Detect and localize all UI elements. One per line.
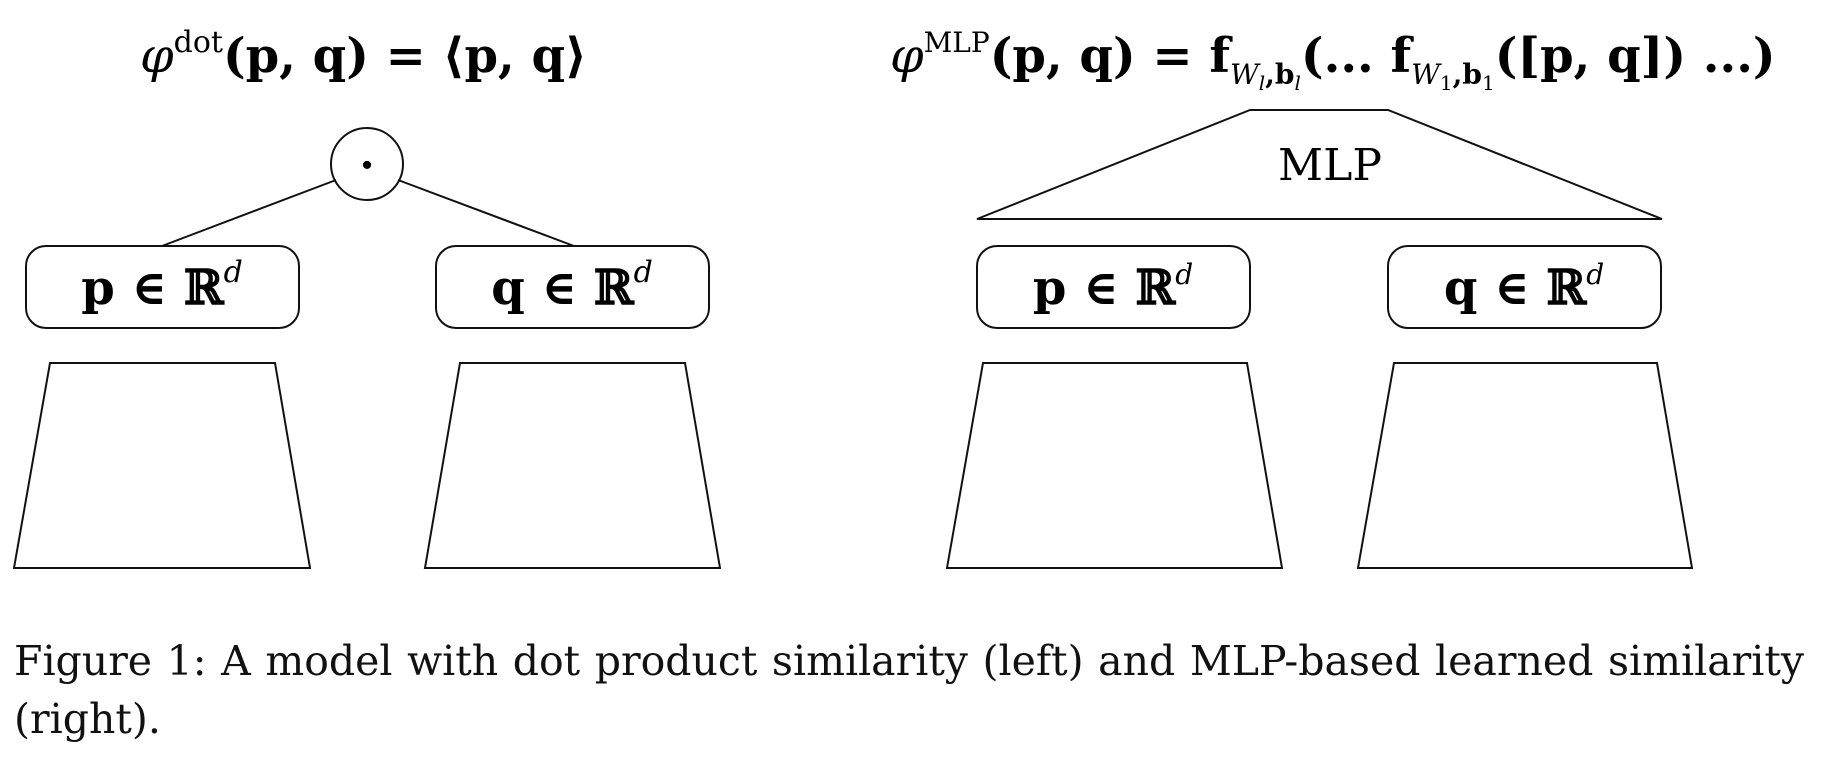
left-formula: φdot(p, q) = ⟨p, q⟩: [140, 25, 587, 84]
right-formula-mid2: (... f: [1301, 28, 1415, 84]
figure-diagram: φdot(p, q) = ⟨p, q⟩ · p ∈ ℝd q ∈ ℝd φMLP…: [12, 25, 1776, 569]
encoder-tower-q-right: [1356, 362, 1694, 569]
connector-line-left-p: [161, 179, 337, 247]
embedding-label-q-right-dim: d: [1586, 258, 1604, 291]
embedding-label-p-left-main: p ∈ ℝ: [81, 260, 225, 316]
embedding-label-p-right-dim: d: [1175, 258, 1193, 291]
right-formula: φMLP(p, q) = fWl,bl(... fW1,b1([p, q]) .…: [890, 26, 1776, 95]
right-formula-sub-1-idx: 1: [1440, 71, 1453, 95]
embedding-label-q-left-main: q ∈ ℝ: [491, 260, 635, 316]
left-formula-sup: dot: [174, 25, 223, 60]
encoder-tower-p-left: [12, 362, 312, 569]
encoder-tower-p-right: [945, 362, 1284, 569]
right-panel: φMLP(p, q) = fWl,bl(... fW1,b1([p, q]) .…: [890, 26, 1776, 569]
embedding-label-p-right: p ∈ ℝd: [1033, 258, 1193, 316]
dot-product-node: [330, 127, 404, 201]
embedding-box-p-right: [976, 245, 1251, 329]
embedding-label-q-right: q ∈ ℝd: [1444, 258, 1604, 316]
right-formula-sub-1-b: ,b: [1453, 58, 1482, 91]
embedding-box-q-left: [435, 245, 710, 329]
mlp-head: [976, 109, 1663, 220]
left-formula-rest: (p, q) = ⟨p, q⟩: [223, 28, 587, 84]
left-formula-phi: φ: [140, 28, 174, 84]
right-formula-phi: φ: [890, 28, 924, 84]
right-formula-sub-1-w: W: [1411, 58, 1442, 91]
figure-caption: Figure 1: A model with dot product simil…: [14, 637, 1804, 743]
right-formula-sub-l-w: W: [1230, 58, 1261, 91]
right-formula-sub-l-b: ,b: [1265, 58, 1294, 91]
right-formula-end: ([p, q]) ...): [1495, 28, 1776, 84]
right-formula-mid: (p, q) = f: [990, 28, 1234, 84]
right-formula-sub-l-b-idx: l: [1295, 71, 1301, 95]
embedding-label-p-left: p ∈ ℝd: [81, 255, 243, 316]
mlp-label: MLP: [1278, 140, 1382, 191]
embedding-label-q-left-dim: d: [634, 255, 653, 290]
embedding-label-q-left: q ∈ ℝd: [491, 255, 653, 316]
dot-product-symbol: ·: [359, 140, 374, 191]
right-formula-sub-l-idx: l: [1259, 71, 1265, 95]
connector-line-left-q: [397, 179, 575, 247]
encoder-tower-q-left: [423, 362, 722, 569]
embedding-box-p-left: [25, 245, 300, 329]
embedding-label-q-right-main: q ∈ ℝ: [1444, 260, 1588, 316]
embedding-label-p-right-main: p ∈ ℝ: [1033, 260, 1177, 316]
embedding-label-p-left-dim: d: [224, 255, 243, 290]
right-formula-sub-1-b-idx: 1: [1482, 71, 1495, 95]
embedding-box-q-right: [1387, 245, 1662, 329]
right-formula-sup: MLP: [924, 26, 990, 59]
left-panel: φdot(p, q) = ⟨p, q⟩ · p ∈ ℝd q ∈ ℝd: [12, 25, 722, 569]
